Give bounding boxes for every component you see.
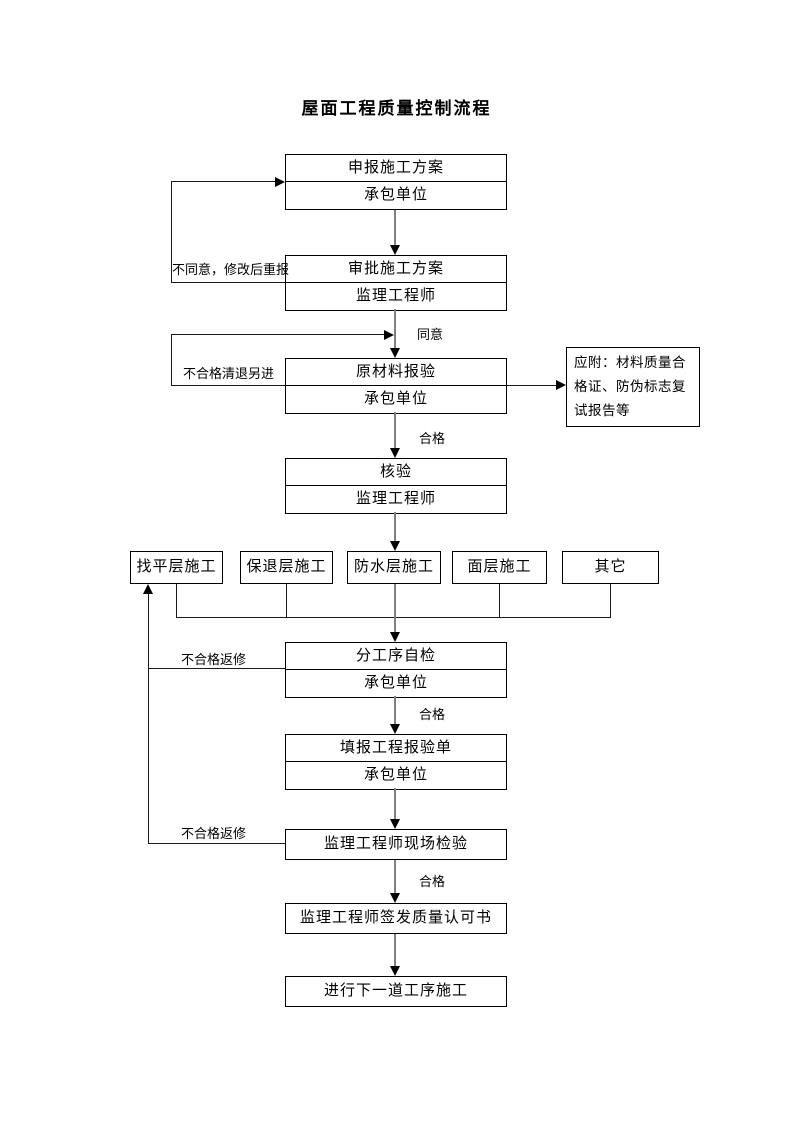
box-report-form-title: 填报工程报验单 [286,735,506,762]
flow-line-selfcheck-report [394,696,396,724]
box-process-other: 其它 [562,551,659,584]
flow-line-material-verify [394,412,396,448]
arrowhead-into-certificate [390,893,400,903]
box-process-surface: 面层施工 [452,551,547,584]
feedback-line-disagree-vertical [171,181,172,283]
attachment-connector-line [507,385,557,386]
label-rework-2: 不合格返修 [181,826,247,841]
arrowhead-into-attachment [556,380,566,390]
box-declare-plan-title: 申报施工方案 [286,155,506,182]
box-site-inspection: 监理工程师现场检验 [285,829,507,860]
box-self-check: 分工序自检 承包单位 [285,642,507,698]
box-next-step: 进行下一道工序施工 [285,976,507,1007]
box-declare-plan: 申报施工方案 承包单位 [285,154,507,210]
box-verification: 核验 监理工程师 [285,458,507,514]
arrowhead-into-approve [390,245,400,255]
flow-line-approve-material [394,309,396,348]
box-verification-title: 核验 [286,459,506,486]
box-self-check-title: 分工序自检 [286,643,506,670]
box-quality-certificate: 监理工程师签发质量认可书 [285,903,507,934]
label-rework-1: 不合格返修 [181,652,247,667]
box-process-waterproof: 防水层施工 [347,551,441,584]
arrowhead-into-selfcheck [390,632,400,642]
rework-feedback-vertical [148,593,149,844]
box-material-inspection-owner: 承包单位 [363,391,428,407]
feedback-line-disagree-top [171,181,277,182]
reject-loop-bottom-line [171,385,285,386]
label-pass-3: 合格 [419,874,446,889]
drop-line-other [610,584,611,617]
box-material-inspection-title: 原材料报验 [286,359,506,386]
box-process-leveling: 找平层施工 [130,551,223,584]
box-self-check-owner: 承包单位 [363,675,428,691]
process-connector-line [176,617,611,618]
label-pass-1: 合格 [419,431,446,446]
reject-loop-top-line [171,334,385,335]
drop-line-surface [499,584,500,617]
box-declare-plan-owner: 承包单位 [363,187,428,203]
box-attachment-note: 应附：材料质量合格证、防伪标志复试报告等 [566,347,700,427]
reject-loop-vertical [171,334,172,386]
arrowhead-reject-merge [384,330,394,340]
arrowhead-into-waterproof [390,541,400,551]
box-report-form: 填报工程报验单 承包单位 [285,734,507,790]
feedback-line-disagree-bottom [171,282,285,283]
arrowhead-into-material [390,348,400,358]
drop-line-leveling [176,584,177,617]
arrowhead-into-verify [390,448,400,458]
box-verification-owner: 监理工程师 [355,491,436,507]
flow-line-verify-process [394,512,396,541]
box-approve-plan-title: 审批施工方案 [286,256,506,283]
rework-line-site [148,843,285,844]
rework-line-selfcheck [148,668,285,669]
box-material-inspection: 原材料报验 承包单位 [285,358,507,414]
label-pass-2: 合格 [419,707,446,722]
drop-line-insulation [286,584,287,617]
page-title: 屋面工程质量控制流程 [301,99,492,118]
box-approve-plan-owner: 监理工程师 [355,288,436,304]
flow-line-site-certificate [394,860,396,893]
flow-line-declare-approve [394,210,396,245]
box-report-form-owner: 承包单位 [363,767,428,783]
arrowhead-into-next [390,966,400,976]
flow-line-certificate-next [394,934,396,966]
label-agree: 同意 [417,327,444,342]
flow-line-process-selfcheck [394,584,396,632]
arrowhead-into-declare [275,177,285,187]
box-process-insulation: 保退层施工 [240,551,333,584]
flow-line-report-site [394,788,396,819]
label-reject-material: 不合格清退另进 [183,366,275,381]
label-disagree: 不同意，修改后重报 [172,262,290,277]
box-approve-plan: 审批施工方案 监理工程师 [285,255,507,311]
arrowhead-into-site [390,819,400,829]
arrowhead-into-leveling [143,584,153,594]
arrowhead-into-report [390,724,400,734]
